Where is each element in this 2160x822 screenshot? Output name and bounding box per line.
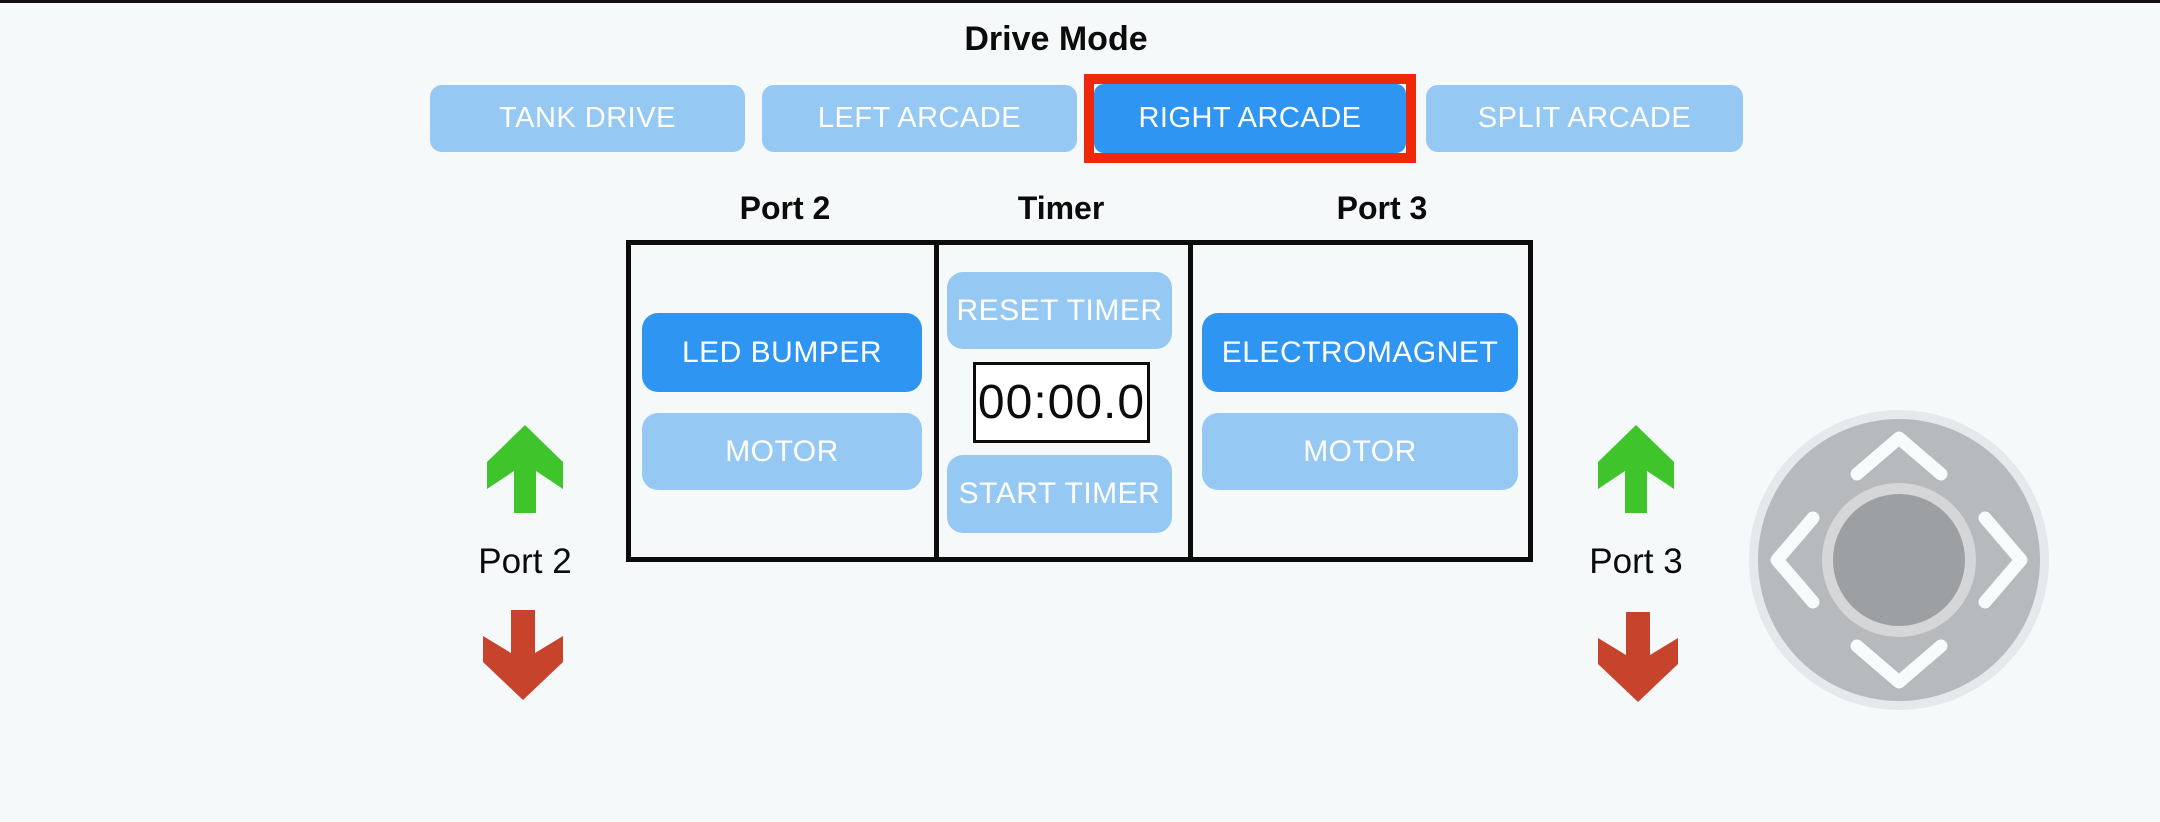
port2-down-arrow-icon[interactable] <box>483 610 563 700</box>
port3-down-arrow-icon[interactable] <box>1598 612 1678 702</box>
port2-motor-button[interactable]: MOTOR <box>642 413 922 490</box>
control-panel <box>626 240 1533 562</box>
joystick-up-chevron-icon <box>1850 431 1948 481</box>
panel-divider-left <box>934 245 939 557</box>
joystick-knob[interactable] <box>1833 494 1965 626</box>
port2-column-header: Port 2 <box>739 190 831 226</box>
drive-mode-split-arcade-button[interactable]: SPLIT ARCADE <box>1426 85 1743 152</box>
joystick[interactable] <box>1744 405 2054 715</box>
electromagnet-button[interactable]: ELECTROMAGNET <box>1202 313 1518 392</box>
reset-timer-button[interactable]: RESET TIMER <box>947 272 1172 349</box>
drive-mode-tank-drive-button[interactable]: TANK DRIVE <box>430 85 745 152</box>
port3-indicator-label: Port 3 <box>1589 542 1683 581</box>
port2-indicator-label: Port 2 <box>478 542 572 581</box>
window-top-edge <box>0 0 2160 3</box>
port3-column-header: Port 3 <box>1336 190 1428 226</box>
page-title: Drive Mode <box>964 20 1148 58</box>
drive-mode-right-arcade-button[interactable]: RIGHT ARCADE <box>1094 84 1406 153</box>
led-bumper-button[interactable]: LED BUMPER <box>642 313 922 392</box>
timer-column-header: Timer <box>1017 190 1105 226</box>
timer-display: 00:00.0 <box>973 362 1150 443</box>
highlight-annotation: RIGHT ARCADE <box>1084 74 1416 163</box>
start-timer-button[interactable]: START TIMER <box>947 455 1172 533</box>
port3-up-arrow-icon[interactable] <box>1598 425 1674 513</box>
drive-mode-left-arcade-button[interactable]: LEFT ARCADE <box>762 85 1077 152</box>
port3-motor-button[interactable]: MOTOR <box>1202 413 1518 490</box>
joystick-left-chevron-icon <box>1770 511 1820 609</box>
panel-divider-right <box>1188 245 1193 557</box>
joystick-right-chevron-icon <box>1978 511 2028 609</box>
joystick-down-chevron-icon <box>1850 639 1948 689</box>
port2-up-arrow-icon[interactable] <box>487 425 563 513</box>
